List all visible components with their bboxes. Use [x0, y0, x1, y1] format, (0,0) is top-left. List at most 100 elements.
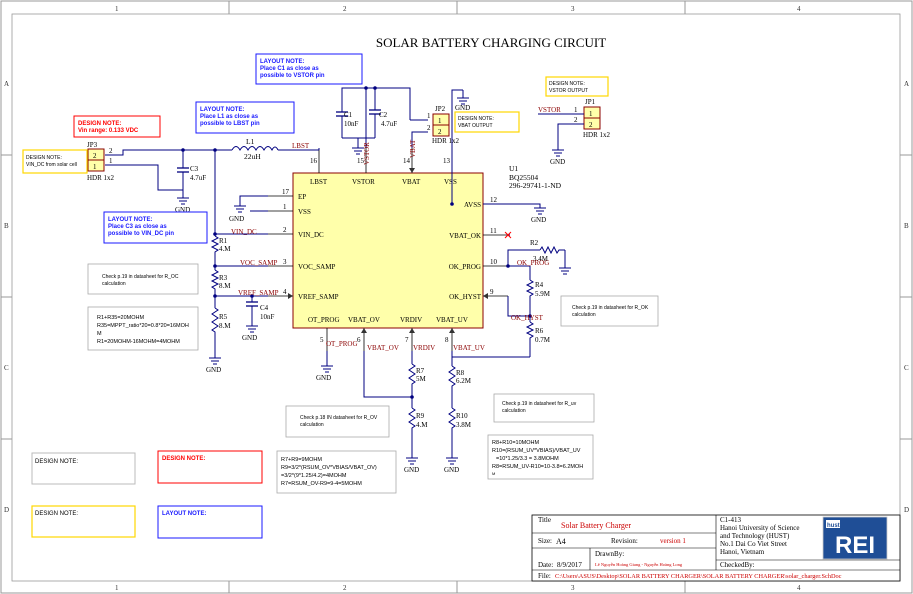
connector-jp2: 1 2 1 2 JP2 HDR 1x2 [427, 105, 460, 145]
net-vbat-ov: VBAT_OV [367, 344, 399, 352]
note-vstor-output-box [545, 76, 609, 97]
pin-name-lbst: LBST [310, 178, 328, 186]
pin-name-vss-left: VSS [298, 208, 311, 216]
note-layout-c1-line1: LAYOUT NOTE: [260, 59, 304, 65]
tb-date-value: 8/9/2017 [557, 561, 582, 569]
r5-ref: R5 [219, 313, 228, 321]
tb-title-label: Title [538, 516, 551, 524]
net-vstor: VSTOR [363, 142, 371, 165]
pin-name-ep: EP [298, 193, 306, 201]
net-ok-prog: OK_PROG [517, 259, 549, 267]
note-check-ruv-box [493, 393, 595, 423]
pin-name-vbat-ok: VBAT_OK [449, 232, 481, 240]
jp2-ref: JP2 [435, 105, 446, 113]
jp3-pinnum1: 1 [109, 157, 113, 165]
c1-ref: C1 [344, 111, 353, 119]
resistors [210, 235, 560, 432]
note-check-roc-line1: Check p.19 in datasheet for R_OC [102, 274, 179, 280]
tb-title-value: Solar Battery Charger [561, 521, 631, 530]
gnd-label-ot: GND [316, 374, 331, 382]
pin-name-ot-prog: OT_PROG [308, 316, 340, 324]
no-connect-mark [504, 231, 512, 239]
tb-org-line3: and Technology (HUST) [720, 532, 790, 540]
gnd-r5 [209, 357, 221, 365]
zone-col-3-bottom: 3 [571, 584, 575, 592]
note-layout-l1-line3: possible to LBST pin [200, 121, 260, 127]
net-vin-dc: VIN_DC [231, 228, 257, 236]
note-vbat-output-box [454, 111, 520, 133]
pin-num-13: 13 [443, 157, 451, 165]
pin-name-avss: AVSS [464, 201, 481, 209]
r6-ref: R6 [535, 327, 544, 335]
pin-name-vss-top: VSS [444, 178, 457, 186]
jp2-pin1: 1 [438, 117, 442, 125]
tb-org-line5: Hanoi, Vietnam [720, 548, 765, 556]
net-vbat: VBAT [409, 139, 417, 158]
note-layout-l1-box [195, 101, 295, 134]
capacitor-labels: C1 10nF C2 4.7uF C3 4.7uF C4 10nF [190, 111, 397, 321]
zone-labels: 1 2 3 4 1 2 3 4 A B C D A B C D [4, 5, 909, 592]
pin-num-5: 5 [320, 336, 324, 344]
pin-name-vbat: VBAT [402, 178, 421, 186]
note-calc-roc-line1: R1+R35=20MOHM [97, 315, 144, 321]
gnd-label-avss: GND [531, 216, 546, 224]
c3-ref: C3 [190, 165, 199, 173]
pin-num-10: 10 [490, 258, 498, 266]
logo-hust-text: hust [827, 523, 840, 529]
gnd-label-c3: GND [175, 206, 190, 214]
logo-rei-text: REI [835, 532, 875, 559]
connector-jp3: 2 1 2 1 JP3 HDR 1x2 [87, 141, 115, 182]
zone-col-2-top: 2 [343, 5, 347, 13]
note-vbat-output-line1: DESIGN NOTE: [458, 116, 494, 122]
notes: LAYOUT NOTE: Place C1 as close as possib… [22, 53, 659, 539]
pin-name-ok-prog: OK_PROG [449, 263, 481, 271]
gnd-label-jp1: GND [550, 158, 565, 166]
note-check-roc-box [87, 263, 199, 295]
pin-num-1: 1 [283, 203, 287, 211]
net-vref-samp: VREF_SAMP [238, 289, 279, 297]
note-calc-rov-line4: R7=RSUM_OV-R9=9-4=5MOHM [281, 481, 362, 487]
note-layout-c3-box [103, 211, 208, 244]
jp1-pinnum1: 1 [574, 106, 578, 114]
jp2-pinnum2: 2 [427, 124, 431, 132]
gnd-jp1 [552, 149, 564, 157]
gnd-label-r5: GND [206, 366, 221, 374]
pin-name-ok-hyst: OK_HYST [449, 293, 482, 301]
c2-ref: C2 [379, 111, 388, 119]
gnd-vss-top [457, 90, 469, 105]
pin-name-voc-samp: VOC_SAMP [298, 263, 335, 271]
zone-col-3-top: 3 [571, 5, 575, 13]
pin-name-vbat-uv: VBAT_UV [436, 316, 468, 324]
r5-value: 8.M [219, 322, 231, 330]
jp1-pin1: 1 [589, 110, 593, 118]
net-ot-prog: OT_PROG [326, 340, 358, 348]
note-calc-roc-line3: M [97, 331, 102, 337]
pin-num-8: 8 [445, 336, 449, 344]
note-design-vin-line2: Vin range: 0.133 VDC [78, 128, 139, 134]
net-lbst: LBST [292, 142, 310, 150]
note-vin-source-box [22, 149, 88, 174]
net-labels: LBST VSTOR VBAT VIN_DC VOC_SAMP VREF_SAM… [231, 106, 561, 352]
ic-body [292, 172, 484, 329]
zone-col-2-bottom: 2 [343, 584, 347, 592]
ic-partnumber: 296-29741-1-ND [509, 181, 562, 190]
junctions [181, 86, 532, 399]
note-calc-rov-line3: =3/2*(9*1.25/4.2)=4MOHM [281, 473, 347, 479]
l1-ref: L1 [246, 137, 255, 146]
r7-ref: R7 [416, 367, 425, 375]
zone-row-d-right: D [904, 506, 909, 514]
gnd-avss [534, 207, 546, 215]
note-vbat-output-line2: VBAT OUTPUT [458, 123, 493, 129]
gnd-label-vss-top: GND [455, 104, 470, 112]
tb-file-value: C:\Users\ASUS\Desktop\SOLAR BATTERY CHAR… [555, 573, 842, 580]
zone-col-4-bottom: 4 [797, 584, 801, 592]
note-check-rok-line2: calculation [572, 312, 596, 318]
r4-value: 5.9M [535, 290, 551, 298]
gnd-c4 [246, 325, 258, 333]
note-calc-ruv-line2: R10=(RSUM_UV*VBIAS)/VBAT_UV [492, 448, 581, 454]
ground-labels: GND GND GND GND GND GND GND GND GND GND [175, 104, 565, 474]
r2-ref: R2 [530, 239, 539, 247]
note-vin-source-line1: DESIGN NOTE: [26, 155, 62, 161]
pin-num-11: 11 [490, 227, 497, 235]
